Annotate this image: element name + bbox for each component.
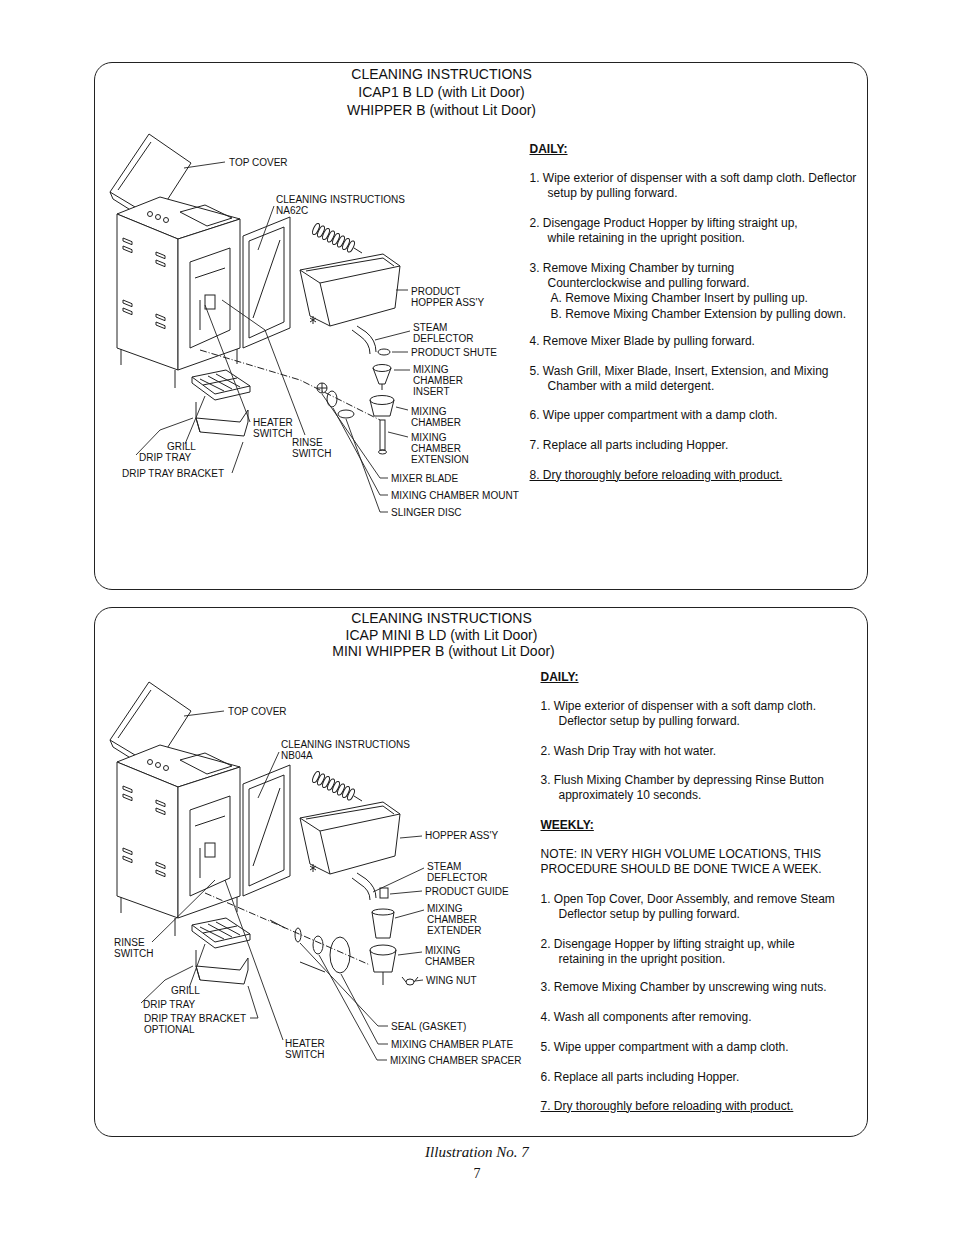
part-label: MIXING CHAMBER MOUNT	[391, 490, 519, 501]
part-label: HOPPER ASS'Y	[425, 830, 498, 841]
instruction-step: 2. Disengage Hopper by lifting straight …	[541, 937, 796, 967]
part-label: PRODUCT GUIDE	[425, 886, 509, 897]
part-label: CLEANING INSTRUCTIONS NA62C	[276, 194, 416, 216]
part-label: MIXING CHAMBER INSERT	[413, 364, 473, 397]
instruction-substep: A. Remove Mixing Chamber Insert by pulli…	[551, 291, 865, 306]
instruction-step: 4. Remove Mixer Blade by pulling forward…	[530, 334, 860, 349]
part-label: MIXING CHAMBER PLATE	[391, 1039, 513, 1050]
part-label: RINSE SWITCH	[114, 937, 164, 959]
instruction-step: 3. Remove Mixing Chamber by turning Coun…	[530, 261, 830, 291]
part-label: SLINGER DISC	[391, 507, 462, 518]
part-label: GRILL	[167, 441, 196, 452]
part-label: TOP COVER	[228, 706, 287, 717]
page-number: 7	[474, 1166, 481, 1182]
section-heading: WEEKLY:	[541, 818, 594, 833]
panel-title: ICAP MINI B LD (with Lit Door)	[346, 627, 538, 643]
panel-title: ICAP1 B LD (with Lit Door)	[358, 84, 525, 100]
instruction-step: 1. Wipe exterior of dispenser with a sof…	[530, 171, 860, 201]
panel-title: MINI WHIPPER B (without Lit Door)	[332, 643, 555, 659]
part-label: CLEANING INSTRUCTIONS NB04A	[281, 739, 421, 761]
part-label: PRODUCT HOPPER ASS'Y	[411, 286, 496, 308]
part-label: MIXING CHAMBER SPACER	[390, 1055, 522, 1066]
dispenser-drawing	[110, 682, 400, 984]
instruction-step: 5. Wash Grill, Mixer Blade, Insert, Exte…	[530, 364, 860, 394]
part-label: HEATER SWITCH	[253, 417, 303, 439]
cleaning-panel: CLEANING INSTRUCTIONS ICAP1 B LD (with Li…	[94, 62, 868, 590]
instruction-step: 1. Wipe exterior of dispenser with a sof…	[541, 699, 861, 729]
part-label: MIXING CHAMBER	[425, 945, 485, 967]
section-heading: DAILY:	[541, 670, 579, 685]
instruction-step: 6. Wipe upper compartment with a damp cl…	[530, 408, 860, 423]
figure-caption: Illustration No. 7	[425, 1144, 529, 1161]
part-label: DRIP TRAY	[143, 999, 195, 1010]
dispenser-drawing	[110, 134, 400, 436]
instruction-step: 7. Replace all parts including Hopper.	[530, 438, 860, 453]
instruction-note: NOTE: IN VERY HIGH VOLUME LOCATIONS, THI…	[541, 847, 861, 877]
panel-title: CLEANING INSTRUCTIONS	[351, 610, 531, 626]
panel-title: WHIPPER B (without Lit Door)	[347, 102, 536, 118]
part-label: MIXING CHAMBER EXTENSION	[411, 432, 481, 465]
instruction-step: 5. Wipe upper compartment with a damp cl…	[541, 1040, 861, 1055]
part-label: PRODUCT SHUTE	[411, 347, 497, 358]
part-label: WING NUT	[426, 975, 477, 986]
part-label: SEAL (GASKET)	[391, 1021, 466, 1032]
part-label: RINSE SWITCH	[292, 437, 342, 459]
part-label: TOP COVER	[229, 157, 288, 168]
instruction-step: 4. Wash all components after removing.	[541, 1010, 861, 1025]
section-heading: DAILY:	[530, 142, 568, 157]
part-label: DRIP TRAY BRACKET	[122, 468, 224, 479]
part-label: STEAM DEFLECTOR	[413, 322, 483, 344]
part-label: MIXER BLADE	[391, 473, 458, 484]
instruction-step: 3. Remove Mixing Chamber by unscrewing w…	[541, 980, 861, 995]
part-label: DRIP TRAY BRACKET OPTIONAL	[144, 1013, 264, 1035]
part-label: MIXING CHAMBER EXTENDER	[427, 903, 495, 936]
instruction-step: 2. Wash Drip Tray with hot water.	[541, 744, 861, 759]
panel-title: CLEANING INSTRUCTIONS	[351, 66, 531, 82]
part-label: DRIP TRAY	[139, 452, 191, 463]
part-label: HEATER SWITCH	[285, 1038, 335, 1060]
instruction-step: 8. Dry thoroughly before reloading with …	[530, 468, 860, 483]
instruction-step: 1. Open Top Cover, Door Assembly, and re…	[541, 892, 861, 922]
instruction-step: 6. Replace all parts including Hopper.	[541, 1070, 861, 1085]
instruction-substep: B. Remove Mixing Chamber Extension by pu…	[551, 307, 865, 322]
instruction-step: 2. Disengage Product Hopper by lifting s…	[530, 216, 820, 246]
part-label: GRILL	[171, 985, 200, 996]
part-label: STEAM DEFLECTOR	[427, 861, 497, 883]
part-label: MIXING CHAMBER	[411, 406, 471, 428]
instruction-step: 3. Flush Mixing Chamber by depressing Ri…	[541, 773, 861, 803]
instruction-step: 7. Dry thoroughly before reloading with …	[541, 1099, 861, 1114]
